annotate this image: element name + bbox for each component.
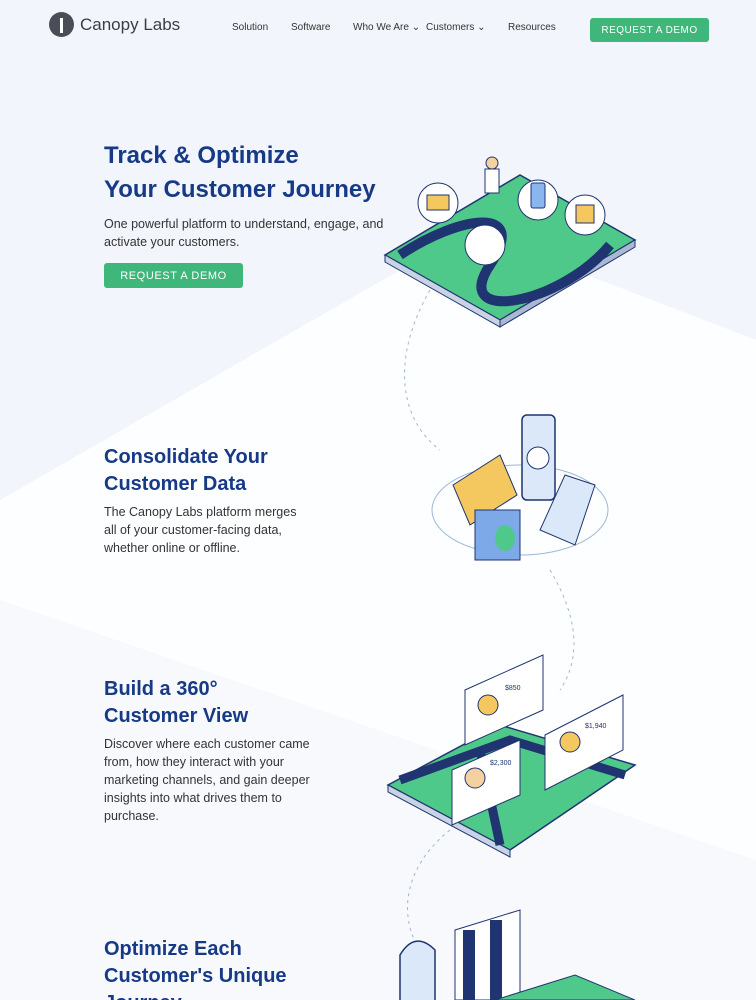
nav-customers[interactable]: Customers ⌄ (426, 22, 508, 33)
nav-label: Who We Are (353, 22, 409, 33)
customer-profiles-illustration: $850 $2,300 $1,940 (386, 654, 637, 858)
price-label: $2,300 (490, 760, 512, 767)
chevron-down-icon: ⌄ (477, 22, 486, 33)
section-body: Discover where each customer came from, … (104, 737, 310, 823)
nav-who-we-are[interactable]: Who We Are ⌄ (353, 22, 426, 33)
customer-view-section: Build a 360°Customer View Discover where… (104, 676, 319, 825)
section-body: The Canopy Labs platform merges all of y… (104, 505, 297, 555)
data-sources-illustration (431, 414, 609, 561)
hero-subtitle: One powerful platform to understand, eng… (104, 217, 384, 249)
logo[interactable]: Canopy Labs (49, 12, 180, 37)
top-nav: Canopy Labs Solution Software Who We Are… (0, 0, 756, 58)
nav-label: Customers (426, 22, 475, 33)
storefront-illustration (399, 909, 635, 1000)
brand-name: Canopy Labs (80, 14, 181, 34)
journey-map-illustration (383, 156, 637, 328)
tree-logo-icon (49, 12, 74, 37)
nav-software[interactable]: Software (291, 22, 331, 33)
price-label: $850 (505, 685, 521, 692)
nav-resources[interactable]: Resources (508, 22, 556, 33)
section-title: Build a 360°Customer View (104, 678, 249, 727)
chevron-down-icon: ⌄ (411, 22, 421, 33)
hero-request-demo-button[interactable]: REQUEST A DEMO (104, 263, 243, 288)
request-demo-button[interactable]: REQUEST A DEMO (590, 18, 709, 42)
price-label: $1,940 (585, 723, 607, 730)
nav-solution[interactable]: Solution (232, 22, 269, 33)
